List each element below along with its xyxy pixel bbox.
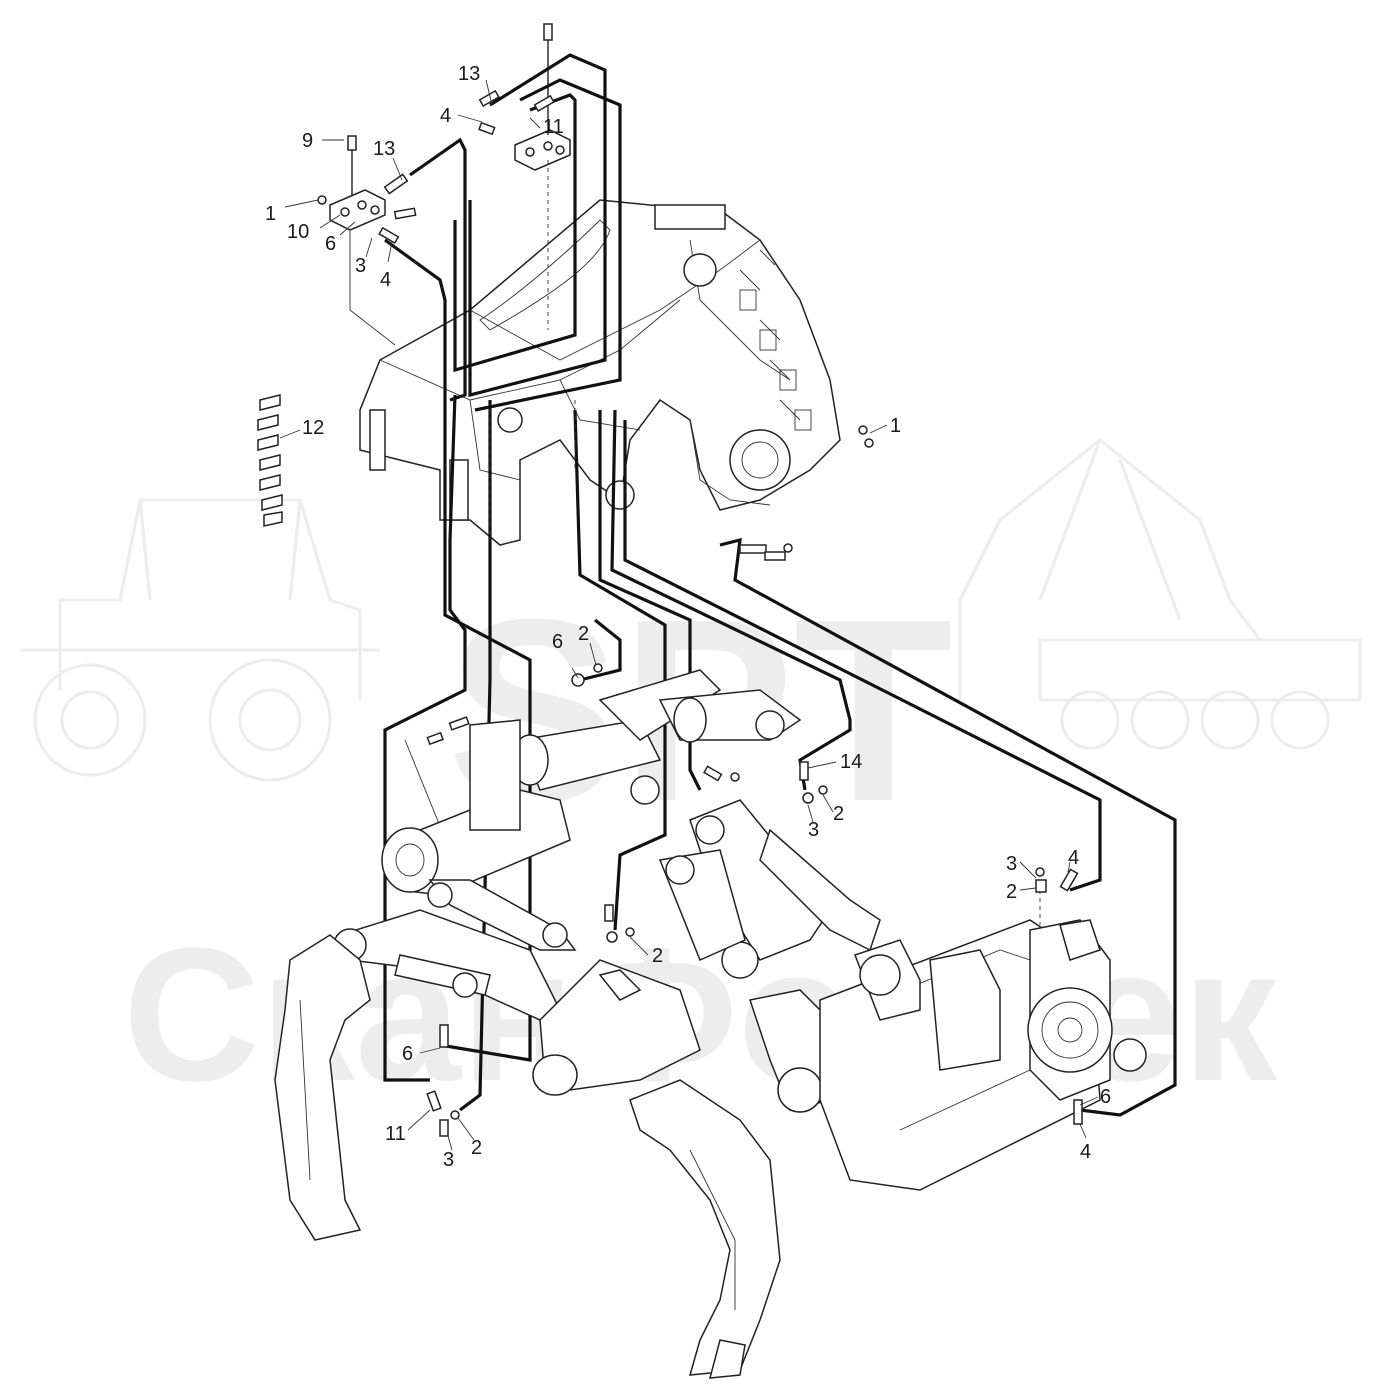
callout-2-center: 2 <box>652 945 663 967</box>
manifold-block-right <box>514 23 571 171</box>
lift-assembly <box>333 669 1147 1191</box>
callout-10: 10 <box>287 221 309 243</box>
callout-3-right-cyl: 3 <box>808 819 819 841</box>
callout-4-motor-bottom: 4 <box>1080 1141 1091 1163</box>
callout-6-motor-bottom: 6 <box>1100 1086 1111 1108</box>
callout-3-bottom: 3 <box>443 1149 454 1171</box>
callout-4-motor: 4 <box>1068 847 1079 869</box>
callout-3-motor: 3 <box>1006 853 1017 875</box>
callout-6-mid: 6 <box>552 631 563 653</box>
leader-lines <box>279 79 1099 1151</box>
callout-11-bottom: 11 <box>385 1123 406 1145</box>
callout-13-top: 13 <box>458 63 480 85</box>
callout-9: 9 <box>302 130 313 152</box>
hydraulic-hoses <box>383 53 1177 1117</box>
callouts: 13 4 11 9 13 1 10 6 3 4 12 1 6 2 14 2 3 … <box>265 63 1111 1171</box>
callout-14: 14 <box>840 751 862 773</box>
callout-4-top: 4 <box>440 105 451 127</box>
hose-clamp-strip <box>257 394 283 527</box>
main-frame <box>359 199 841 546</box>
tractor-watermark-icon <box>20 498 380 782</box>
callout-2-right-cyl: 2 <box>833 803 844 825</box>
callout-12: 12 <box>302 417 324 439</box>
manifold-block-left <box>329 135 386 231</box>
callout-6-left: 6 <box>325 233 336 255</box>
callout-13-left: 13 <box>373 138 395 160</box>
callout-2-mid: 2 <box>578 623 589 645</box>
callout-6-lower-left: 6 <box>402 1043 413 1065</box>
callout-4-left: 4 <box>380 269 391 291</box>
callout-2-bottom: 2 <box>471 1137 482 1159</box>
ripper-shank-left <box>274 934 371 1241</box>
callout-1-left: 1 <box>265 203 276 225</box>
excavator-watermark-icon <box>958 438 1362 750</box>
ripper-shank-center <box>629 1079 781 1379</box>
callout-3-left: 3 <box>355 255 366 277</box>
callout-2-motor: 2 <box>1006 881 1017 903</box>
callout-1-right: 1 <box>890 415 901 437</box>
callout-11-top: 11 <box>543 116 564 138</box>
